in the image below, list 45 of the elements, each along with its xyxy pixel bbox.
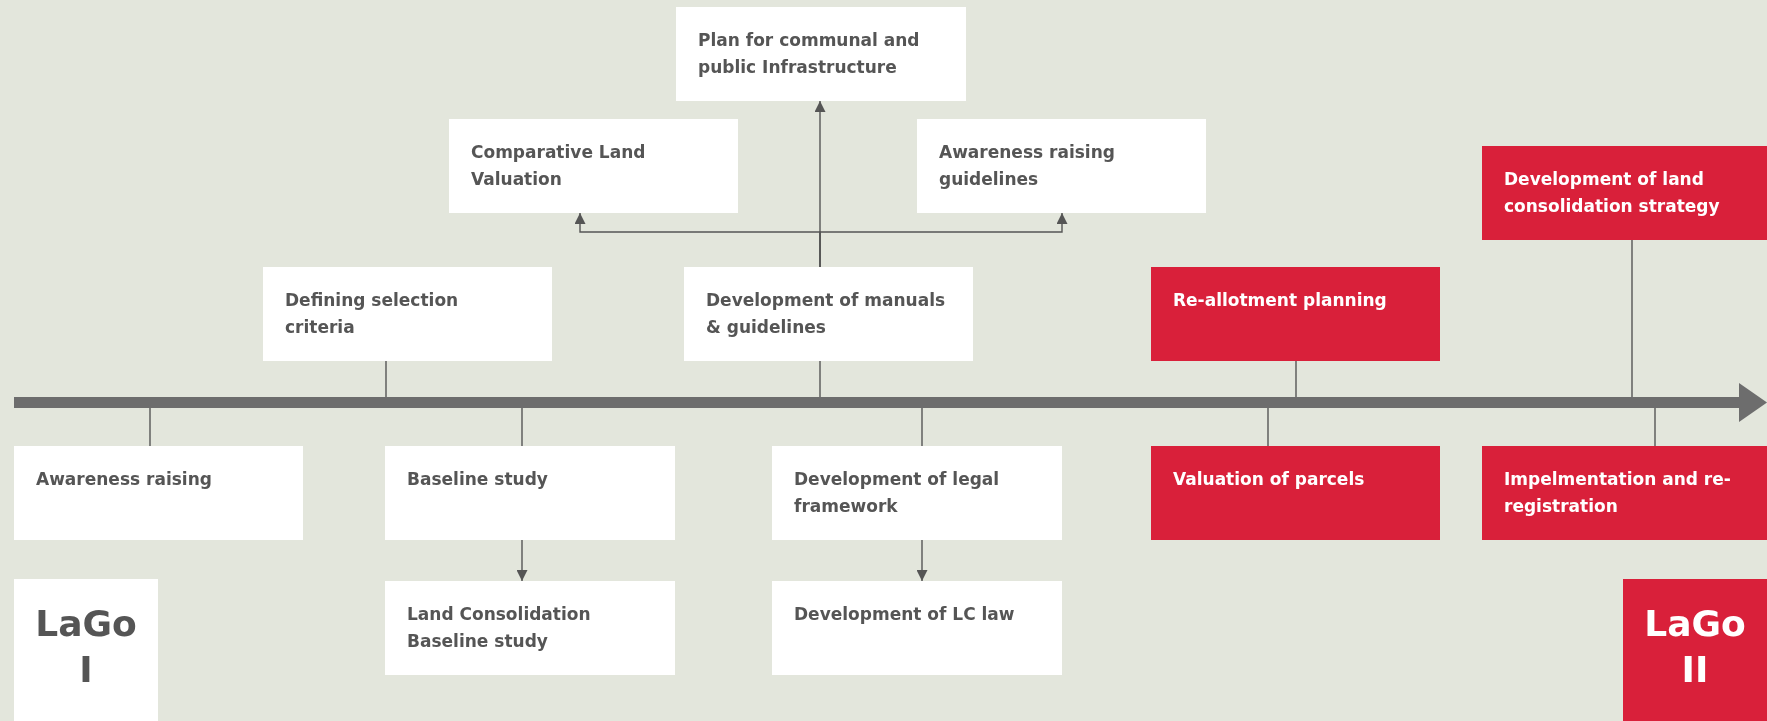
- process-box: [1151, 267, 1440, 361]
- process-box: [263, 267, 552, 361]
- box-label: Development of manuals & guidelines: [706, 289, 947, 339]
- process-box: [684, 267, 973, 361]
- process-box: [1151, 446, 1440, 540]
- process-box: [772, 581, 1062, 675]
- box-label: Defining selection criteria: [285, 289, 460, 339]
- box-label: Comparative Land Valuation: [471, 141, 647, 191]
- connector-line: [921, 407, 923, 447]
- process-box: [676, 7, 966, 101]
- phase-label: LaGo II: [1643, 602, 1747, 692]
- connector-line: [1631, 239, 1633, 398]
- box-label: Valuation of parcels: [1173, 468, 1366, 491]
- timeline-arrow: [14, 383, 1767, 422]
- box-label: Re-allotment planning: [1173, 289, 1388, 312]
- box-label: Development of land consolidation strategy: [1504, 168, 1721, 218]
- box-label: Impelmentation and re-registration: [1504, 468, 1732, 518]
- arrow: [516, 539, 528, 582]
- process-box: [385, 446, 675, 540]
- phase-box: [14, 579, 158, 721]
- phase-label: LaGo I: [34, 602, 138, 692]
- connector-line: [149, 407, 151, 447]
- process-box: [1482, 446, 1767, 540]
- arrow: [916, 539, 928, 582]
- connector-line: [385, 360, 387, 398]
- connector-line: [1295, 360, 1297, 398]
- box-label: Land Consolidation Baseline study: [407, 603, 592, 653]
- box-label: Awareness raising: [36, 468, 213, 491]
- box-label: Baseline study: [407, 468, 549, 491]
- box-label: Plan for communal and public Infrastructure: [698, 29, 921, 79]
- connector-line: [819, 360, 821, 398]
- process-box: [385, 581, 675, 675]
- process-box: [449, 119, 738, 213]
- box-label: Development of legal framework: [794, 468, 1001, 518]
- process-box: [1482, 146, 1767, 240]
- box-label: Awareness raising guidelines: [939, 141, 1116, 191]
- connector-line: [521, 407, 523, 447]
- process-box: [772, 446, 1062, 540]
- connector-line: [1654, 407, 1656, 447]
- process-box: [14, 446, 303, 540]
- box-label: Development of LC law: [794, 603, 1016, 626]
- arrow: [819, 212, 1068, 268]
- connector-line: [1267, 407, 1269, 447]
- process-box: [917, 119, 1206, 213]
- phase-box: [1623, 579, 1767, 721]
